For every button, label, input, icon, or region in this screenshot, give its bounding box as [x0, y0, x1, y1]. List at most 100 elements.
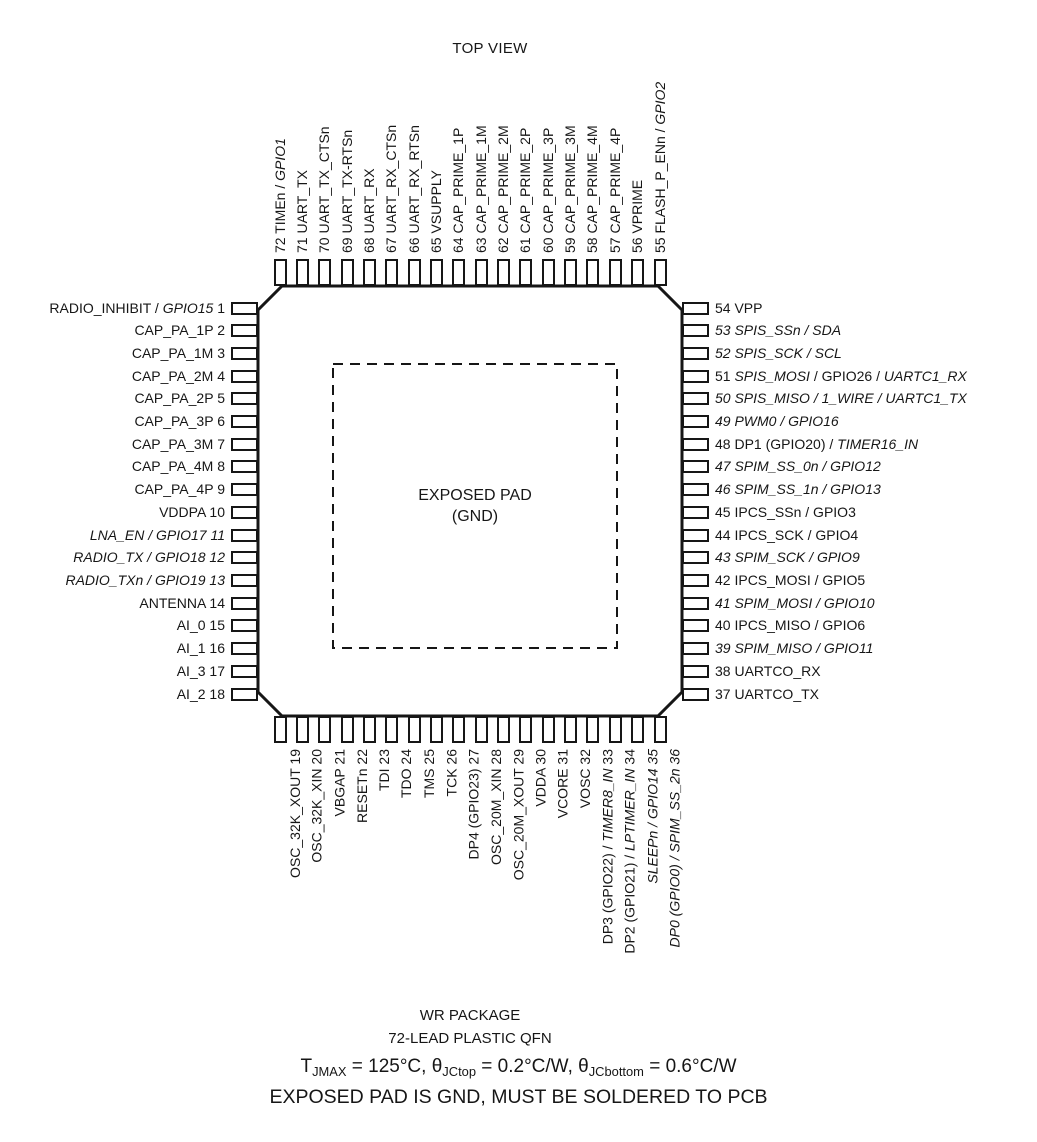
pin-label-35: SLEEPn / GPIO14 35 — [644, 749, 661, 884]
pin-function: / GPIO26 / — [809, 367, 884, 384]
pin-label-56: 56 VPRIME — [629, 180, 645, 253]
pin-label-67: 67 UART_RX_CTSn — [383, 124, 400, 253]
pin-number: 16 — [209, 640, 225, 657]
thermal-subscript: JCbottom — [588, 1063, 644, 1079]
pin-function: TIMEn / — [271, 180, 288, 234]
pin-label-13: RADIO_TXn / GPIO19 13 — [65, 572, 225, 588]
pin-66 — [407, 259, 421, 286]
pin-label-62: 62 CAP_PRIME_2M — [495, 125, 512, 253]
pin-number: 58 — [584, 237, 601, 253]
pin-label-22: RESETn 22 — [353, 749, 370, 823]
pin-label-16: AI_1 16 — [177, 641, 225, 656]
pin-number: 69 — [338, 237, 355, 253]
pin-number: 42 — [715, 571, 731, 588]
pin-2 — [231, 324, 258, 338]
pin-34 — [608, 716, 622, 743]
pin-number: 54 — [715, 299, 731, 316]
pin-number: 33 — [599, 749, 616, 765]
thermal-text: = 125°C, θ — [346, 1056, 443, 1077]
exposed-pad-line1: EXPOSED PAD — [418, 487, 532, 504]
pin-number: 8 — [217, 458, 225, 475]
pin-label-7: CAP_PA_3M 7 — [132, 435, 225, 452]
pin-label-9: CAP_PA_4P 9 — [134, 482, 225, 497]
pin-number: 55 — [651, 237, 668, 253]
pin-number: 21 — [331, 749, 348, 765]
pin-number: 41 — [715, 594, 731, 611]
thermal-text: = 0.6°C/W — [643, 1056, 737, 1077]
pin-43 — [682, 551, 709, 565]
pin-function: SLEEPn / GPIO14 — [644, 768, 661, 884]
pin-35 — [631, 716, 645, 743]
package-info: WR PACKAGE 72-LEAD PLASTIC QFN — [0, 1004, 940, 1050]
pin-function: TIMER8_IN — [599, 768, 616, 842]
thermal-text: T — [300, 1056, 313, 1077]
pin-function: UART_TX-RTSn — [338, 129, 355, 234]
pin-60 — [541, 259, 555, 286]
pin-label-68: 68 UART_RX — [360, 168, 377, 253]
pin-number: 5 — [217, 390, 225, 407]
pin-label-30: VDDA 30 — [532, 749, 548, 807]
pin-function: AI_2 — [176, 685, 206, 702]
pin-label-63: 63 CAP_PRIME_1M — [473, 125, 489, 253]
pin-19 — [273, 716, 287, 743]
pin-number: 66 — [405, 237, 422, 253]
pin-number: 26 — [442, 749, 459, 765]
pin-number: 43 — [715, 549, 731, 566]
pin-number: 24 — [398, 749, 415, 765]
pin-function: CAP_PA_1P — [134, 322, 214, 339]
pin-function: CAP_PRIME_2P — [517, 127, 534, 234]
pin-63 — [474, 259, 488, 286]
pin-5 — [231, 392, 258, 406]
pin-29 — [497, 716, 511, 743]
pin-41 — [682, 596, 709, 610]
pin-number: 67 — [383, 237, 400, 253]
pin-54 — [682, 301, 709, 315]
pin-function: DP3 (GPIO22) / — [599, 841, 616, 945]
pin-function: CAP_PRIME_3M — [562, 125, 579, 234]
pin-function: CAP_PRIME_2M — [495, 125, 512, 234]
pin-function: UART_TX — [293, 169, 310, 234]
pin-function: IPCS_MOSI / GPIO5 — [734, 571, 866, 588]
pin-label-31: VCORE 31 — [555, 749, 571, 818]
thermal-subscript: JMAX — [312, 1063, 347, 1079]
pin-function: AI_1 — [176, 640, 206, 657]
package-type: 72-LEAD PLASTIC QFN — [388, 1030, 552, 1047]
pin-number: 22 — [353, 749, 370, 765]
pin-33 — [586, 716, 600, 743]
pin-15 — [231, 619, 258, 633]
pin-label-65: 65 VSUPPLY — [428, 170, 444, 253]
pin-label-5: CAP_PA_2P 5 — [134, 391, 225, 406]
pin-number: 7 — [217, 435, 225, 452]
pin-number: 48 — [715, 435, 731, 452]
pin-32 — [564, 716, 578, 743]
pin-number: 59 — [562, 237, 579, 253]
pin-53 — [682, 324, 709, 338]
pin-function: SPIS_SCK / SCL — [734, 344, 842, 361]
pin-function: CAP_PRIME_3P — [539, 127, 556, 234]
pin-number: 15 — [209, 617, 225, 634]
pin-39 — [682, 642, 709, 656]
pin-function: CAP_PRIME_4P — [606, 127, 623, 234]
pin-55 — [653, 259, 667, 286]
pin-31 — [541, 716, 555, 743]
pin-function: UART_RX — [360, 168, 377, 234]
pin-46 — [682, 483, 709, 497]
pin-function: SPIS_MOSI — [734, 367, 810, 384]
pin-function: RADIO_TX / GPIO18 — [73, 549, 206, 566]
pin-51 — [682, 369, 709, 383]
pin-label-42: 42 IPCS_MOSI / GPIO5 — [715, 571, 866, 588]
pin-number: 46 — [715, 481, 731, 498]
pin-16 — [231, 642, 258, 656]
pin-label-4: CAP_PA_2M 4 — [132, 368, 225, 384]
pin-18 — [231, 687, 258, 701]
pin-7 — [231, 437, 258, 451]
thermal-spec: TJMAX = 125°C, θJCtop = 0.2°C/W, θJCbott… — [0, 1056, 1037, 1079]
pin-number: 47 — [715, 458, 731, 475]
pin-label-39: 39 SPIM_MISO / GPIO11 — [715, 641, 873, 656]
pin-label-72: 72 TIMEn / GPIO1 — [271, 138, 288, 253]
pin-label-29: OSC_20M_XOUT 29 — [510, 749, 526, 880]
pin-number: 10 — [209, 503, 225, 520]
pin-function: GPIO1 — [271, 138, 288, 181]
pin-function: GPIO2 — [651, 81, 668, 125]
pin-function: UART_RX_CTSn — [383, 124, 400, 234]
